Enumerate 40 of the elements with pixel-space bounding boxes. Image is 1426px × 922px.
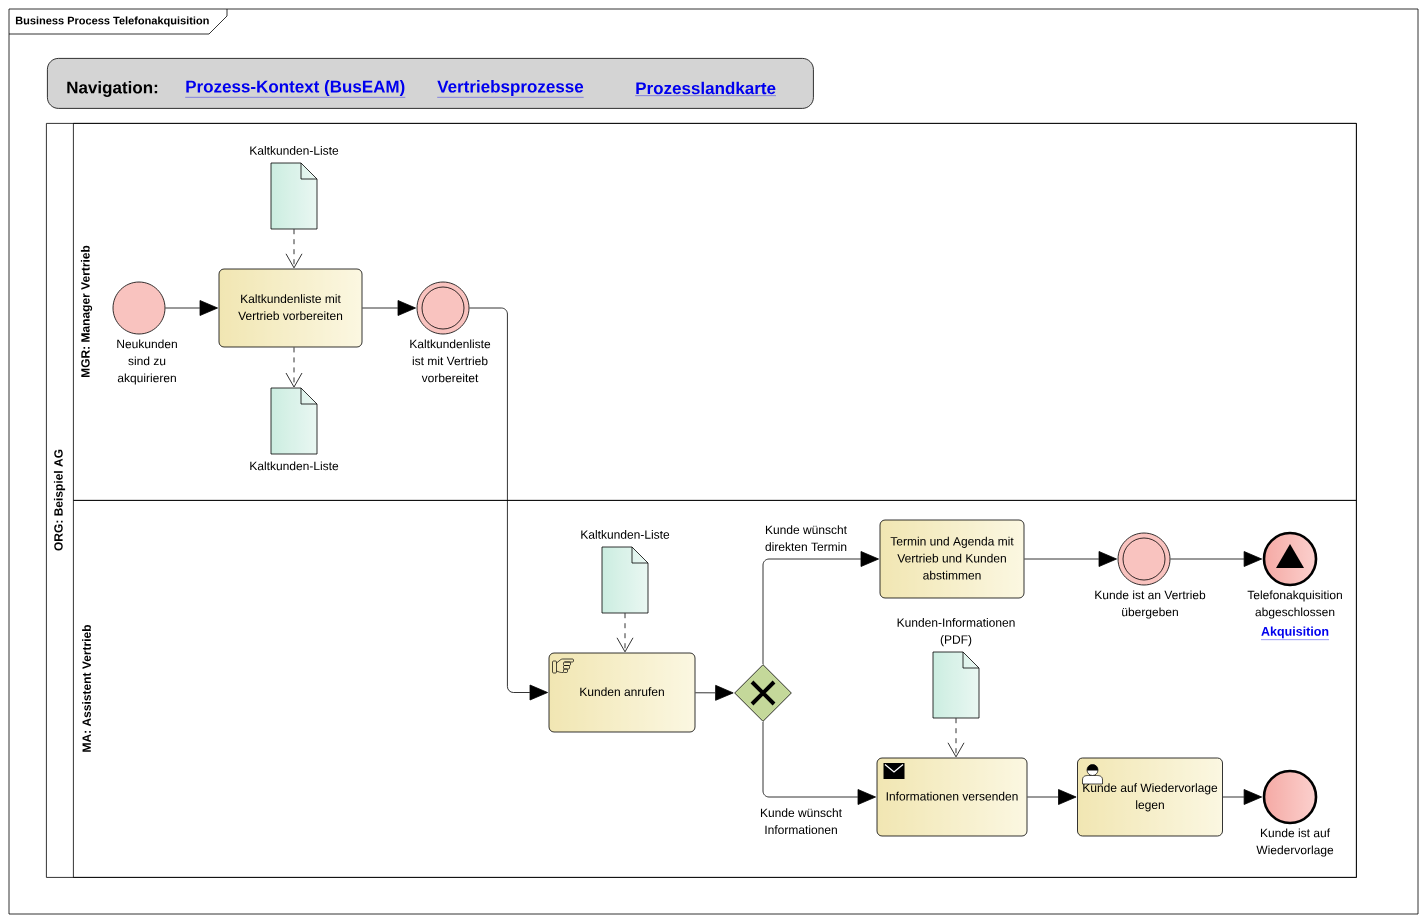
dashed-arrow (947, 717, 965, 758)
document-label: Kunden-Informationen (PDF) (897, 618, 1015, 647)
title-tab: Business Process Telefonakquisition (8, 8, 228, 35)
document-label: Kaltkunden-Liste (250, 146, 339, 155)
arrow (762, 551, 879, 665)
task-box: Kaltkundenliste mit Vertrieb vorbereiten (218, 268, 363, 348)
swimlane-label: MGR: Manager Vertrieb (80, 245, 93, 378)
task-box: Kunde auf Wiedervorlage legen (1077, 757, 1223, 837)
arrow (362, 300, 416, 316)
pool-label: ORG: Beispiel AG (53, 449, 66, 551)
link: Prozesslandkarte (635, 81, 777, 96)
edge-label: Kunde wünscht Informationen (760, 808, 842, 834)
task-box: Kunden anrufen (548, 652, 696, 733)
navigation-label: Navigation: (67, 81, 158, 97)
arrow (762, 721, 876, 805)
document-label: Kaltkunden-Liste (250, 461, 339, 471)
task-box: Termin und Agenda mit Vertrieb und Kunden abstimmen (879, 519, 1025, 599)
event-label: Kaltkundenliste ist mit Vertrieb vorbereitet (410, 339, 491, 383)
event-label: Kunde ist an Vertrieb übergeben (1095, 590, 1206, 619)
event-label: Telefonakquisition abgeschlossen (1247, 590, 1342, 619)
dashed-arrow (616, 612, 634, 653)
arrow (1170, 551, 1263, 567)
task-box: Informationen versenden (876, 757, 1028, 837)
dashed-arrow (285, 228, 303, 269)
document-label: Kaltkunden-Liste (581, 530, 670, 539)
gateway-shape (734, 664, 792, 722)
arrow (1024, 551, 1117, 567)
event-label: Kunde ist auf Wiedervorlage (1256, 828, 1334, 857)
link: Prozess-Kontext (BusEAM) (185, 80, 406, 98)
arrow (165, 300, 218, 316)
link: Akquisition (1260, 626, 1330, 640)
arrow (1027, 789, 1077, 805)
edge-label: Kunde wünscht direkten Termin (765, 525, 847, 551)
swimlane-label: MA: Assistent Vertrieb (82, 625, 91, 752)
arrow (695, 684, 734, 701)
event-label: Neukunden sind zu akquirieren (117, 339, 177, 385)
dashed-arrow (285, 347, 303, 388)
arrow (469, 307, 548, 701)
arrow (1222, 789, 1263, 805)
link: Vertriebsprozesse (437, 80, 584, 98)
